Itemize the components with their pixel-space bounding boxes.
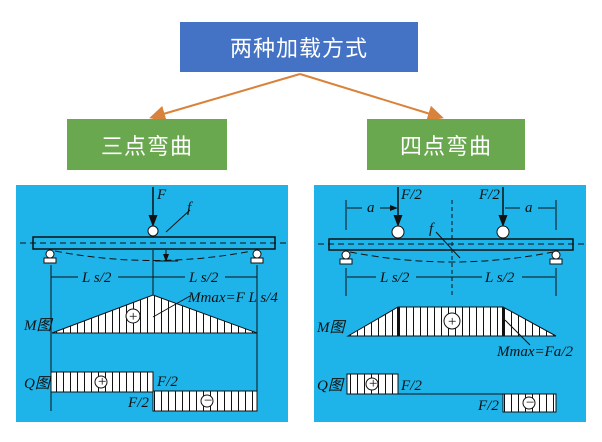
moment-diagram	[51, 294, 258, 334]
moment-label: M图	[316, 320, 346, 336]
title-box: 两种加载方式	[180, 22, 418, 72]
three-point-bending-box: 三点弯曲	[67, 119, 227, 170]
span-label-right: L s/2	[188, 270, 219, 286]
load-label-right: F/2	[478, 187, 500, 203]
plus-sign: +	[368, 376, 378, 392]
three-point-bending-label: 三点弯曲	[100, 134, 193, 160]
deflection-label: f	[429, 221, 435, 237]
load-label: F	[156, 187, 167, 203]
four-point-bending-box: 四点弯曲	[367, 119, 525, 170]
shear-neg-value: F/2	[477, 398, 499, 414]
mmax-label: Mmax=Fa/2	[496, 344, 573, 360]
mmax-label: Mmax=F L s/4	[187, 290, 278, 306]
shear-label: Q图	[317, 378, 345, 394]
a-label-right: a	[525, 200, 533, 216]
moment-label: M图	[23, 318, 53, 334]
minus-sign: −	[203, 393, 213, 409]
title-text: 两种加载方式	[229, 37, 368, 62]
a-label-left: a	[367, 200, 375, 216]
support-right	[252, 249, 262, 259]
span-label-left: L s/2	[81, 270, 112, 286]
four-point-labels: F/2 F/2 a a f L s/2 L s/2 M图 Mmax=Fa/2 +…	[316, 187, 573, 414]
plus-sign: +	[128, 309, 138, 325]
load-label-left: F/2	[400, 187, 422, 203]
plus-sign: +	[97, 374, 107, 390]
three-point-labels: F f L s/2 L s/2 M图 Mmax=F L s/4 + Q图 F/2…	[23, 187, 278, 411]
shear-pos-value: F/2	[156, 374, 178, 390]
shear-pos-value: F/2	[400, 378, 422, 394]
three-point-panel	[16, 185, 288, 422]
load-roller	[147, 225, 159, 237]
span-label-left: L s/2	[379, 270, 410, 286]
minus-sign: −	[525, 395, 535, 411]
connector-arrow-left	[149, 73, 301, 122]
connector-arrow-right	[299, 73, 444, 122]
support-left	[45, 249, 55, 259]
shear-label: Q图	[24, 376, 52, 392]
span-label-right: L s/2	[484, 270, 515, 286]
four-point-panel	[314, 185, 586, 422]
plus-sign: +	[447, 314, 457, 330]
deflection-label: f	[187, 200, 193, 216]
shear-neg-value: F/2	[127, 395, 149, 411]
four-point-bending-label: 四点弯曲	[399, 134, 492, 160]
